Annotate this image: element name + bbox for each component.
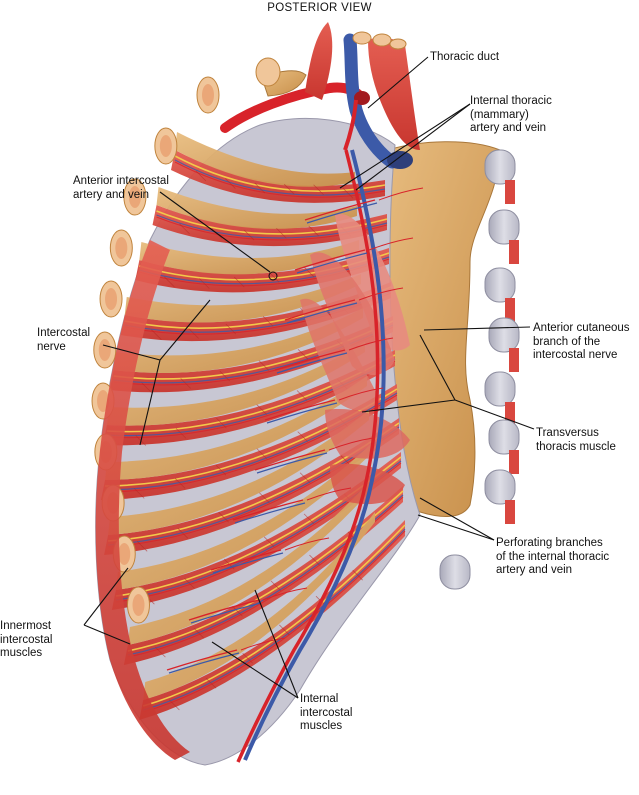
leader-line-6: [159, 299, 211, 361]
leader-line-10: [361, 399, 456, 413]
leader-line-2: [339, 103, 471, 189]
anterior-intercostal-branches: [166, 187, 424, 674]
leader-line-14: [83, 567, 129, 626]
leader-line-13: [417, 514, 495, 541]
rib-11: [139, 512, 406, 720]
leader-line-3: [355, 103, 471, 191]
artery-cut-end: [354, 91, 370, 105]
neck-muscle-1: [305, 22, 333, 100]
innermost-intercostal-strip: [95, 240, 190, 760]
label-internal-thoracic: Internal thoracic (mammary) artery and v…: [470, 95, 552, 134]
label-internal-intercostal: Internal intercostal muscles: [300, 693, 353, 732]
label-anterior-cutaneous: Anterior cutaneous branch of the interco…: [533, 322, 630, 361]
label-innermost-intercostal: Innermost intercostal muscles: [0, 620, 53, 659]
leader-line-17: [211, 641, 299, 699]
leader-line-12: [419, 497, 495, 541]
label-intercostal-nerve: Intercostal nerve: [37, 327, 91, 353]
neck-muscle-2: [368, 37, 420, 150]
anterior-intercostal-pointer: [268, 271, 278, 281]
leader-lines: [83, 56, 535, 699]
leader-line-5: [102, 344, 161, 361]
internal-thoracic-vein: [243, 149, 386, 761]
leader-line-16: [254, 589, 299, 699]
label-thoracic-duct: Thoracic duct: [430, 51, 500, 63]
leader-line-11: [419, 334, 456, 401]
leader-line-8: [423, 326, 531, 331]
neck-muscle-cut-ends: [352, 31, 407, 50]
label-perforating-branches: Perforating branches of the internal tho…: [496, 537, 610, 576]
first-rib-cut-end: [255, 57, 281, 87]
vein-cut-end: [387, 151, 413, 169]
costal-cartilages: [439, 149, 520, 590]
view-title: POSTERIOR VIEW: [267, 2, 372, 14]
label-anterior-intercostal: Anterior intercostal artery and vein: [73, 175, 169, 201]
label-transversus-thoracis: Transversus thoracis muscle: [536, 427, 616, 453]
leader-line-1: [367, 56, 429, 109]
leader-line-9: [454, 399, 535, 430]
thoracic-duct-vessel: [343, 99, 358, 151]
leader-line-4: [159, 191, 271, 273]
leader-line-7: [139, 359, 161, 446]
internal-thoracic-artery: [236, 149, 380, 763]
leader-line-15: [83, 624, 131, 645]
